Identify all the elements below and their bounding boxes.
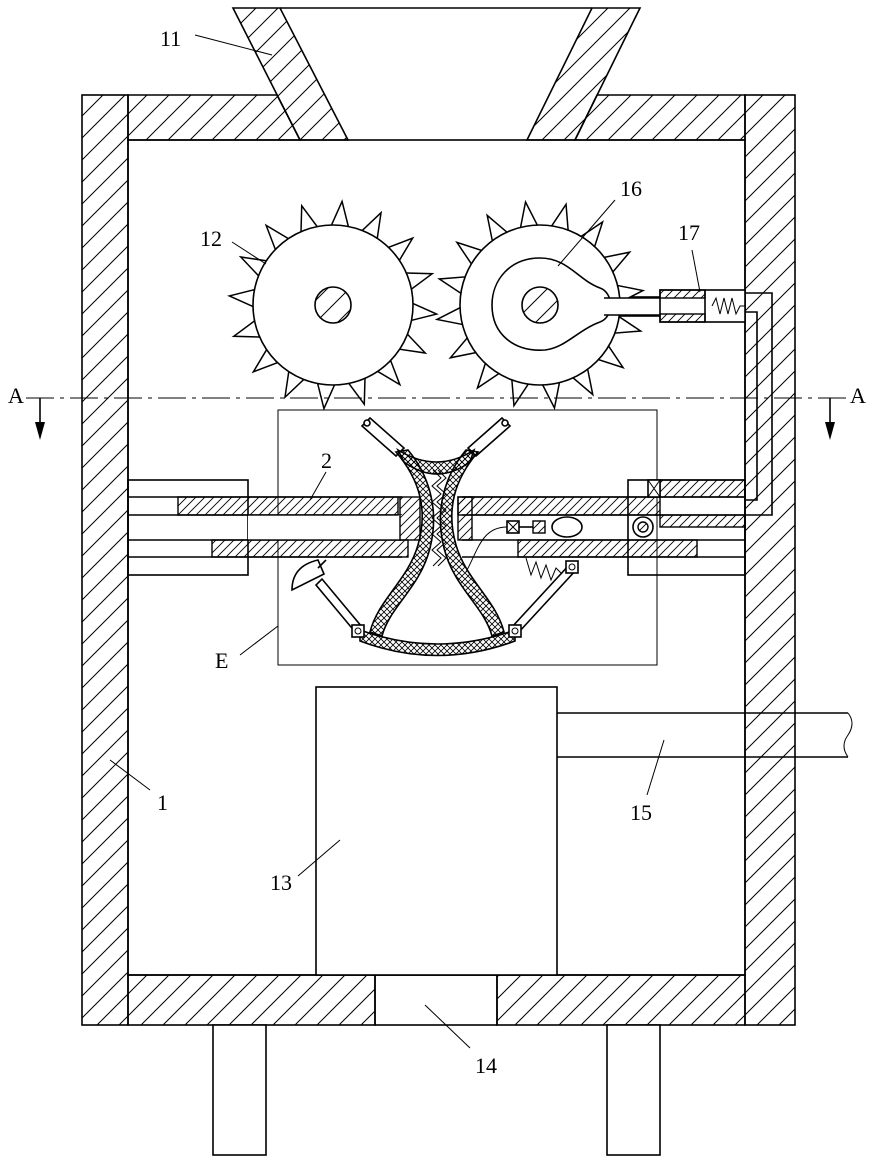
cylinder-wall-top (660, 290, 705, 298)
section-mark-left: A (8, 383, 24, 408)
section-arrow-right-icon (825, 422, 835, 440)
pivot-pin (502, 420, 508, 426)
bottom-wall-left (128, 975, 375, 1025)
right-mid-block (660, 515, 745, 527)
pivot-pin (364, 420, 370, 426)
cylinder (660, 290, 745, 322)
left-rail-block (128, 480, 248, 575)
callout-1: 1 (157, 790, 168, 815)
right-top-block (660, 480, 745, 497)
top-wall-right (575, 95, 745, 140)
pivot-block (352, 625, 364, 637)
left-roller (229, 201, 436, 408)
leader-14 (425, 1005, 470, 1048)
valve-seat (533, 521, 545, 533)
lower-right-link (512, 564, 576, 633)
callout-12: 12 (200, 226, 222, 251)
discharge-pipe (557, 713, 852, 757)
callout-17: 17 (678, 220, 700, 245)
left-leg (213, 1025, 266, 1155)
top-wall-left (128, 95, 300, 140)
section-line (26, 398, 846, 440)
lower-spring (526, 558, 562, 580)
pivot-block (509, 625, 521, 637)
callout-11: 11 (160, 26, 181, 51)
callout-16: 16 (620, 176, 642, 201)
callout-e: E (215, 648, 228, 673)
hopper (233, 8, 640, 140)
cylinder-wall-bottom (660, 314, 705, 322)
lower-left-plate (212, 540, 408, 557)
callout-14: 14 (475, 1053, 497, 1078)
leader-15 (647, 740, 664, 795)
section-mark-right: A (850, 383, 866, 408)
rod-cover (604, 298, 660, 315)
pivot-roller-core (638, 522, 648, 532)
left-wall (82, 95, 128, 1025)
callout-15: 15 (630, 800, 652, 825)
right-flexible-wall (440, 450, 504, 636)
right-wall (745, 95, 795, 1025)
outlet-opening (375, 975, 497, 1025)
right-leg (607, 1025, 660, 1155)
upper-right-plate (458, 497, 660, 515)
leader-17 (692, 250, 700, 292)
callout-13: 13 (270, 870, 292, 895)
pivot-block (566, 561, 578, 573)
leader-2 (310, 472, 326, 500)
right-roller-shaft (522, 287, 558, 323)
left-roller-shaft (315, 287, 351, 323)
right-center-block (458, 497, 472, 540)
air-bulb (552, 517, 582, 537)
collector-box (316, 687, 557, 975)
left-center-block (400, 497, 420, 540)
rail-gap (248, 515, 402, 540)
leader-e (240, 626, 278, 655)
callout-2: 2 (321, 448, 332, 473)
rail-assembly (128, 480, 745, 575)
lower-right-plate (518, 540, 697, 557)
section-arrow-left-icon (35, 422, 45, 440)
upper-left-plate (178, 497, 398, 515)
bottom-wall-right (497, 975, 745, 1025)
pipe-break-line (844, 713, 852, 757)
